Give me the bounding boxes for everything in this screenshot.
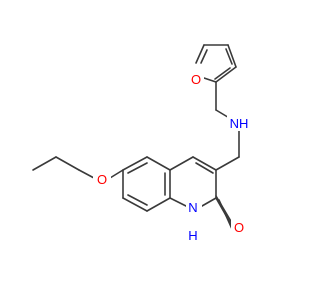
bond-pyr-1 <box>169 156 194 171</box>
bond-ch2-linker <box>215 156 240 171</box>
bond-furan-double-1 <box>225 48 233 65</box>
atom-carbonyl-oxygen: O <box>234 220 244 235</box>
bond-benz-5 <box>122 197 148 212</box>
bond-furan-double-3 <box>200 49 208 64</box>
atom-ring-nitrogen-h: H <box>188 228 197 243</box>
bond-ethyl-ch2 <box>55 156 80 171</box>
bond-pyr-2 <box>192 156 217 171</box>
bond-furan-o-right <box>203 77 217 83</box>
bond-furan-double-2 <box>214 67 231 80</box>
bond-furan-1 <box>215 66 237 83</box>
bond-ethoxy-o-right <box>109 169 124 179</box>
bond-carbonyl-o <box>215 197 233 227</box>
bond-benz-2 <box>146 156 171 171</box>
bond-furan-4 <box>195 44 205 64</box>
molecule-structure: O O NH H N O <box>32 44 249 243</box>
bond-ethoxy-o-left <box>78 169 95 179</box>
bond-pyr-n-left <box>169 197 187 207</box>
bond-pyr-double-1 <box>195 162 214 174</box>
bond-benz-1 <box>122 156 148 171</box>
bond-benz-double-1 <box>127 162 148 174</box>
bond-furan-2 <box>227 44 237 68</box>
bond-benz-double-3 <box>127 194 148 206</box>
molecule-canvas: O O NH H N O <box>32 44 249 243</box>
bond-benz-4 <box>146 197 171 212</box>
atom-ring-nitrogen: N <box>188 200 197 215</box>
bond-ethyl-ch3 <box>32 156 57 171</box>
atom-furan-oxygen: O <box>191 72 201 87</box>
atom-ether-oxygen: O <box>97 172 107 187</box>
atom-amine: NH <box>230 116 249 131</box>
bond-pyr-n-right <box>201 197 217 207</box>
